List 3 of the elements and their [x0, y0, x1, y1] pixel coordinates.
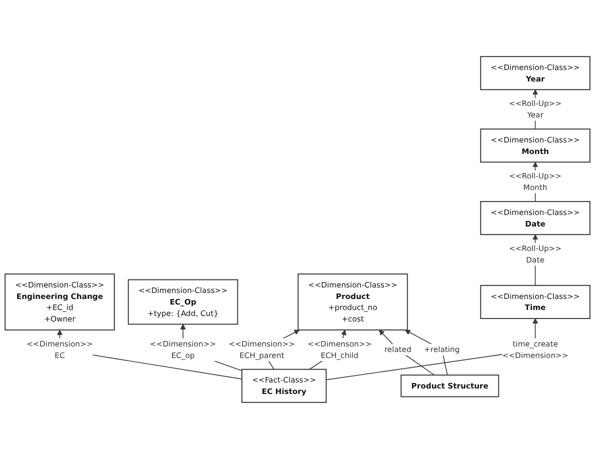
arrow: [378, 330, 435, 376]
arrow: [56, 330, 242, 380]
arrow: [326, 318, 538, 380]
